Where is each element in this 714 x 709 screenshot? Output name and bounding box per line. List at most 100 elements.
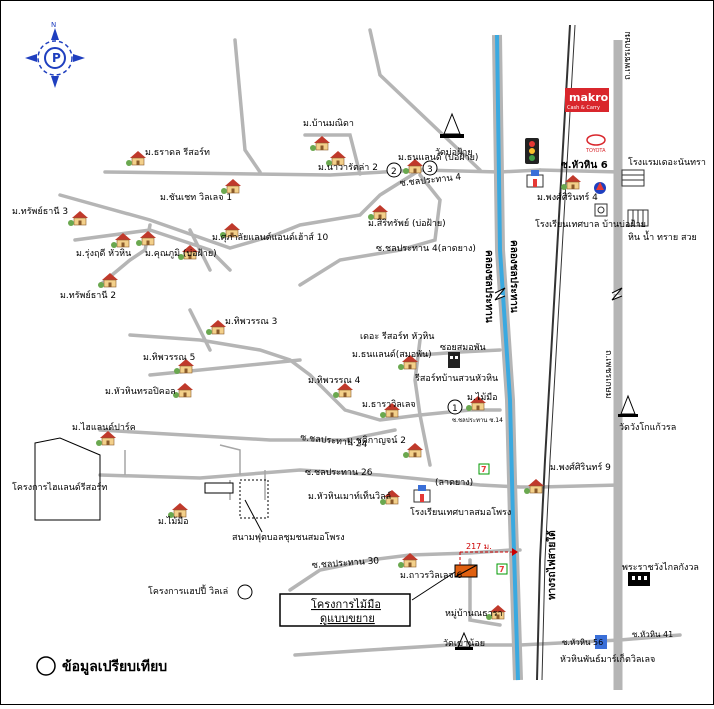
label: เดอะ รีสอร์ท หัวหิน	[360, 330, 434, 342]
irrigation-canal-water	[495, 34, 520, 681]
label: ม.ชันเชท วิลเลจ 1	[160, 192, 232, 203]
house-icon	[135, 230, 157, 247]
minor-roads	[124, 444, 266, 500]
label: ม.ทิพวรรณ 5	[143, 352, 195, 363]
road-west-top	[233, 38, 262, 174]
road-huahin41	[293, 633, 682, 657]
compass-rose-icon: P N	[25, 21, 85, 88]
label: ซ.ชลประทาน ซ.14	[452, 417, 503, 424]
label: ซ.ชลประทาน 4(ลาดยาง)	[376, 244, 476, 254]
label: 217 ม.	[466, 542, 492, 551]
label: ทางรถไฟสายใต้	[545, 530, 558, 600]
house-icon	[172, 382, 194, 399]
label: พระราชวังไกลกังวล	[622, 562, 699, 573]
svg-text:TOYOTA: TOYOTA	[585, 148, 606, 154]
legend-text: ข้อมูลเปรียบเทียบ	[62, 659, 167, 675]
road-resort-down	[413, 338, 432, 467]
house-icon	[309, 135, 331, 152]
traffic-light-icon	[525, 138, 539, 164]
label: หิน น้ำ ทราย สวย	[628, 230, 697, 243]
label: ม.ไฮแลนด์ปาร์ค	[72, 421, 136, 433]
project-site	[454, 564, 478, 578]
house-icon	[560, 174, 582, 191]
hospital-icon	[526, 170, 544, 188]
svg-text:7: 7	[499, 565, 505, 574]
road-khunphum	[188, 228, 212, 272]
svg-text:7: 7	[481, 465, 487, 474]
label: ถ.เพชรเกษม	[623, 31, 633, 80]
label: โรงเรียนเทศบาล บ้านบ่อฝ้าย	[535, 219, 646, 230]
hospital-icon	[628, 572, 650, 586]
label: ม.ไม้มือ	[158, 516, 189, 527]
road-sapphire	[73, 228, 232, 272]
label: หัวหินพันธ์มาร์เก็ตวิลเลจ	[560, 652, 655, 665]
road-mid-north	[188, 308, 212, 352]
condo-icon	[621, 169, 645, 187]
road-soi4-south	[298, 173, 442, 287]
condo-icon	[595, 635, 607, 649]
label: ถ.เพชรเกษม	[603, 350, 613, 399]
svg-text:makro: makro	[569, 91, 609, 104]
label: ม.ธราดล รีสอร์ท	[145, 146, 210, 158]
house-icon	[402, 442, 424, 459]
project-pointer	[411, 571, 456, 601]
makro-logo: makro Cash & Carry	[565, 88, 609, 112]
road-manida	[303, 133, 362, 176]
label: ม.ไม้มือ	[467, 392, 498, 403]
label: ม.หัวหินเมาท์เท็นวิลล์	[308, 489, 391, 502]
marker-label: 3	[427, 165, 433, 175]
temple-icon	[455, 631, 473, 650]
toyota-logo: TOYOTA	[585, 134, 606, 154]
building-box	[204, 482, 234, 494]
label: ซ.ชลประทาน 30	[312, 556, 380, 571]
svg-text:P: P	[52, 51, 61, 65]
label: ม.ศุภาลัยแลนด์แอนด์เฮ้าส์ 10	[212, 231, 329, 243]
map-labels: ม.บ้านมณิดา วัดบ่อฝ้าย ม.ธราดล รีสอร์ท ม…	[12, 31, 706, 675]
house-icon	[205, 319, 227, 336]
label: ม.บ้านมณิดา	[303, 118, 354, 129]
project-callout-box	[279, 593, 411, 627]
svg-text:Cash & Carry: Cash & Carry	[567, 105, 600, 111]
label: หมู่บ้านณธารา	[445, 608, 503, 619]
label: โครงการไฮแลนด์รีสอร์ท	[12, 481, 107, 493]
condo-icon	[627, 209, 649, 227]
label-line: โรงเรียนเทศบาล บ้านบ่อฝ้าย	[535, 219, 646, 230]
house-icon	[220, 178, 242, 195]
road-thipwan	[128, 333, 502, 422]
label: วัดบ่อฝ้าย	[435, 147, 473, 158]
label: (ลาดยาง)	[435, 478, 473, 488]
label: ม.สิริทรัพย์ (บ่อฝ้าย)	[368, 217, 446, 229]
label: ม.นาวารัตล่า 2	[318, 163, 378, 173]
label: ม.หัวหินทรอปิคอล	[105, 386, 176, 397]
road-bofai-north	[368, 28, 482, 172]
house-icon	[67, 210, 89, 227]
label: ม.ถาวรวิลเลจ 6	[400, 570, 462, 581]
label: ม.ทรัพย์ธานี 2	[60, 289, 116, 301]
label: ม.พงศ์ศิรินทร์ 4	[537, 191, 598, 203]
label: ซ.หัวหิน 41	[632, 630, 673, 639]
gas-station-icon	[594, 203, 608, 217]
marker-label: 2	[391, 167, 397, 177]
label: ม.ทรัพย์ธานี 3	[12, 205, 68, 217]
gas-station-icon	[594, 182, 606, 194]
label: คลองชลประทาน	[508, 240, 520, 313]
house-icon	[97, 272, 119, 289]
label: ม.ธนแลนด์ (บ่อฝ้าย)	[398, 151, 478, 163]
label: รีสอร์ทบ้านสวนหัวหิน	[415, 372, 498, 384]
stadium-pointer	[244, 499, 263, 533]
seven-eleven-icon: 7	[496, 563, 508, 575]
label: ม.ธนแลนด์(สมอพัน)	[352, 348, 432, 360]
label: โรงแรมเดอะนันทรา	[628, 157, 706, 168]
label: ซ.หัวหิน 6	[561, 159, 608, 171]
label: ซ.หัวหิน 56	[562, 638, 603, 647]
svg-text:N: N	[51, 21, 56, 29]
label: คลองชลประทาน	[483, 250, 495, 323]
road-break-marks	[494, 287, 623, 301]
road-natara	[468, 558, 502, 627]
seven-eleven-icon: 7	[478, 463, 490, 475]
house-icon	[367, 204, 389, 221]
highland-area	[34, 437, 101, 521]
stadium-area	[239, 479, 269, 519]
